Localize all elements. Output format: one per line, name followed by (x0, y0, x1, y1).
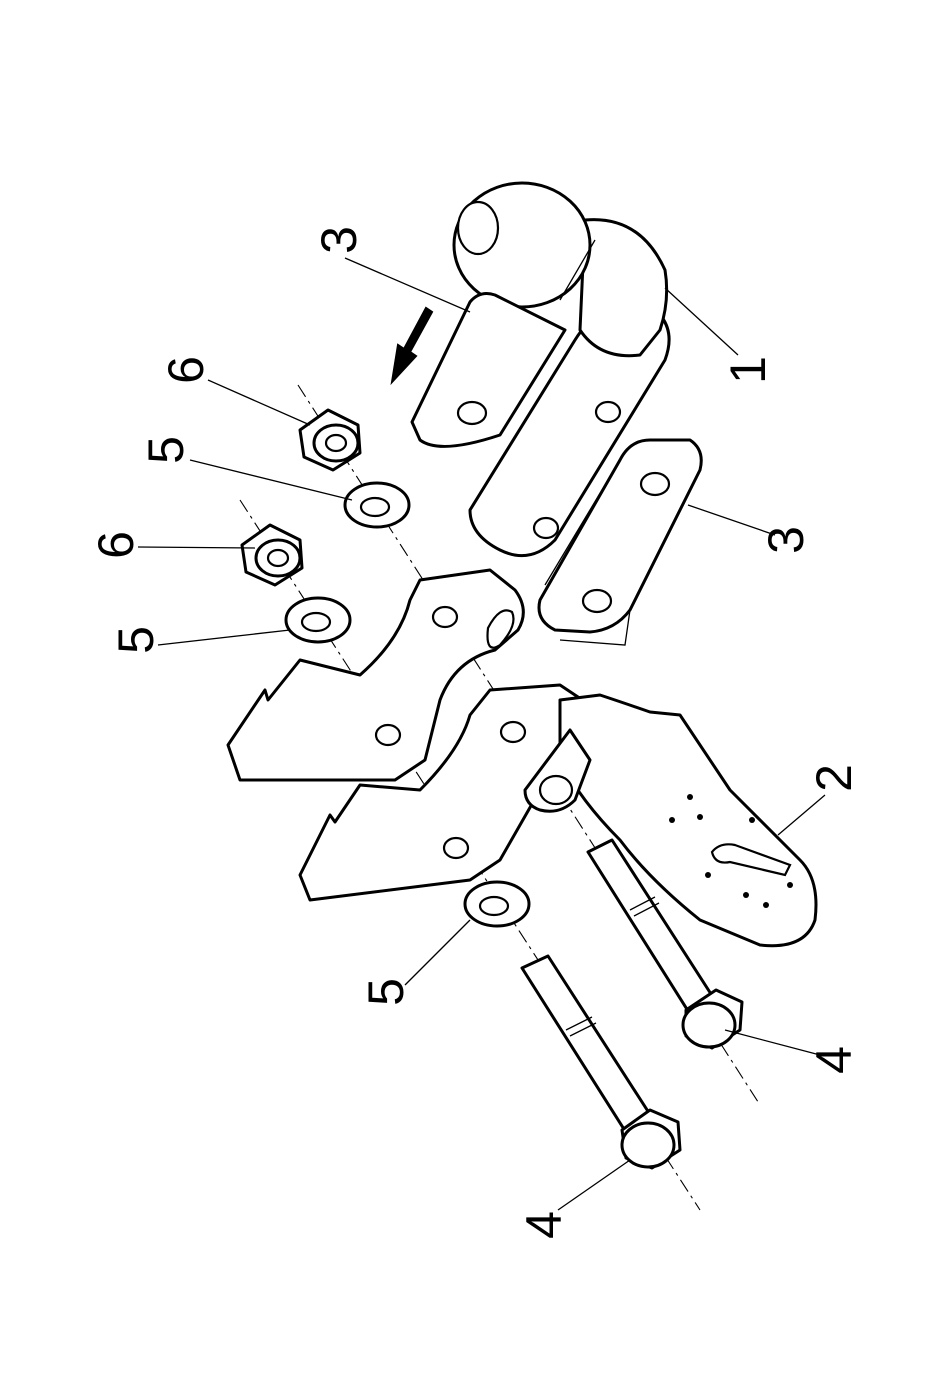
direction-arrow-icon (392, 308, 432, 382)
bolt-lower-part (522, 956, 680, 1168)
callout-3-right: 3 (758, 526, 814, 554)
spacer-upper-hole (458, 402, 486, 424)
callout-1: 1 (720, 356, 776, 384)
callout-3-top: 3 (311, 226, 367, 254)
callout-6-top: 6 (158, 356, 214, 384)
spacer-right-hole-upper (641, 473, 669, 495)
callout-4-lower: 4 (516, 1211, 572, 1239)
spacer-right-hole-lower (583, 590, 611, 612)
callout-4-right: 4 (806, 1046, 862, 1074)
bracket-main-hole (540, 776, 572, 804)
callout-5-mid: 5 (108, 626, 164, 654)
callout-5-lower: 5 (358, 978, 414, 1006)
callout-5-top: 5 (138, 436, 194, 464)
neck-hole-lower (534, 518, 558, 538)
ball-highlight (458, 202, 498, 254)
neck-hole-upper (596, 402, 620, 422)
callout-2: 2 (806, 764, 862, 792)
callout-6-left: 6 (88, 531, 144, 559)
